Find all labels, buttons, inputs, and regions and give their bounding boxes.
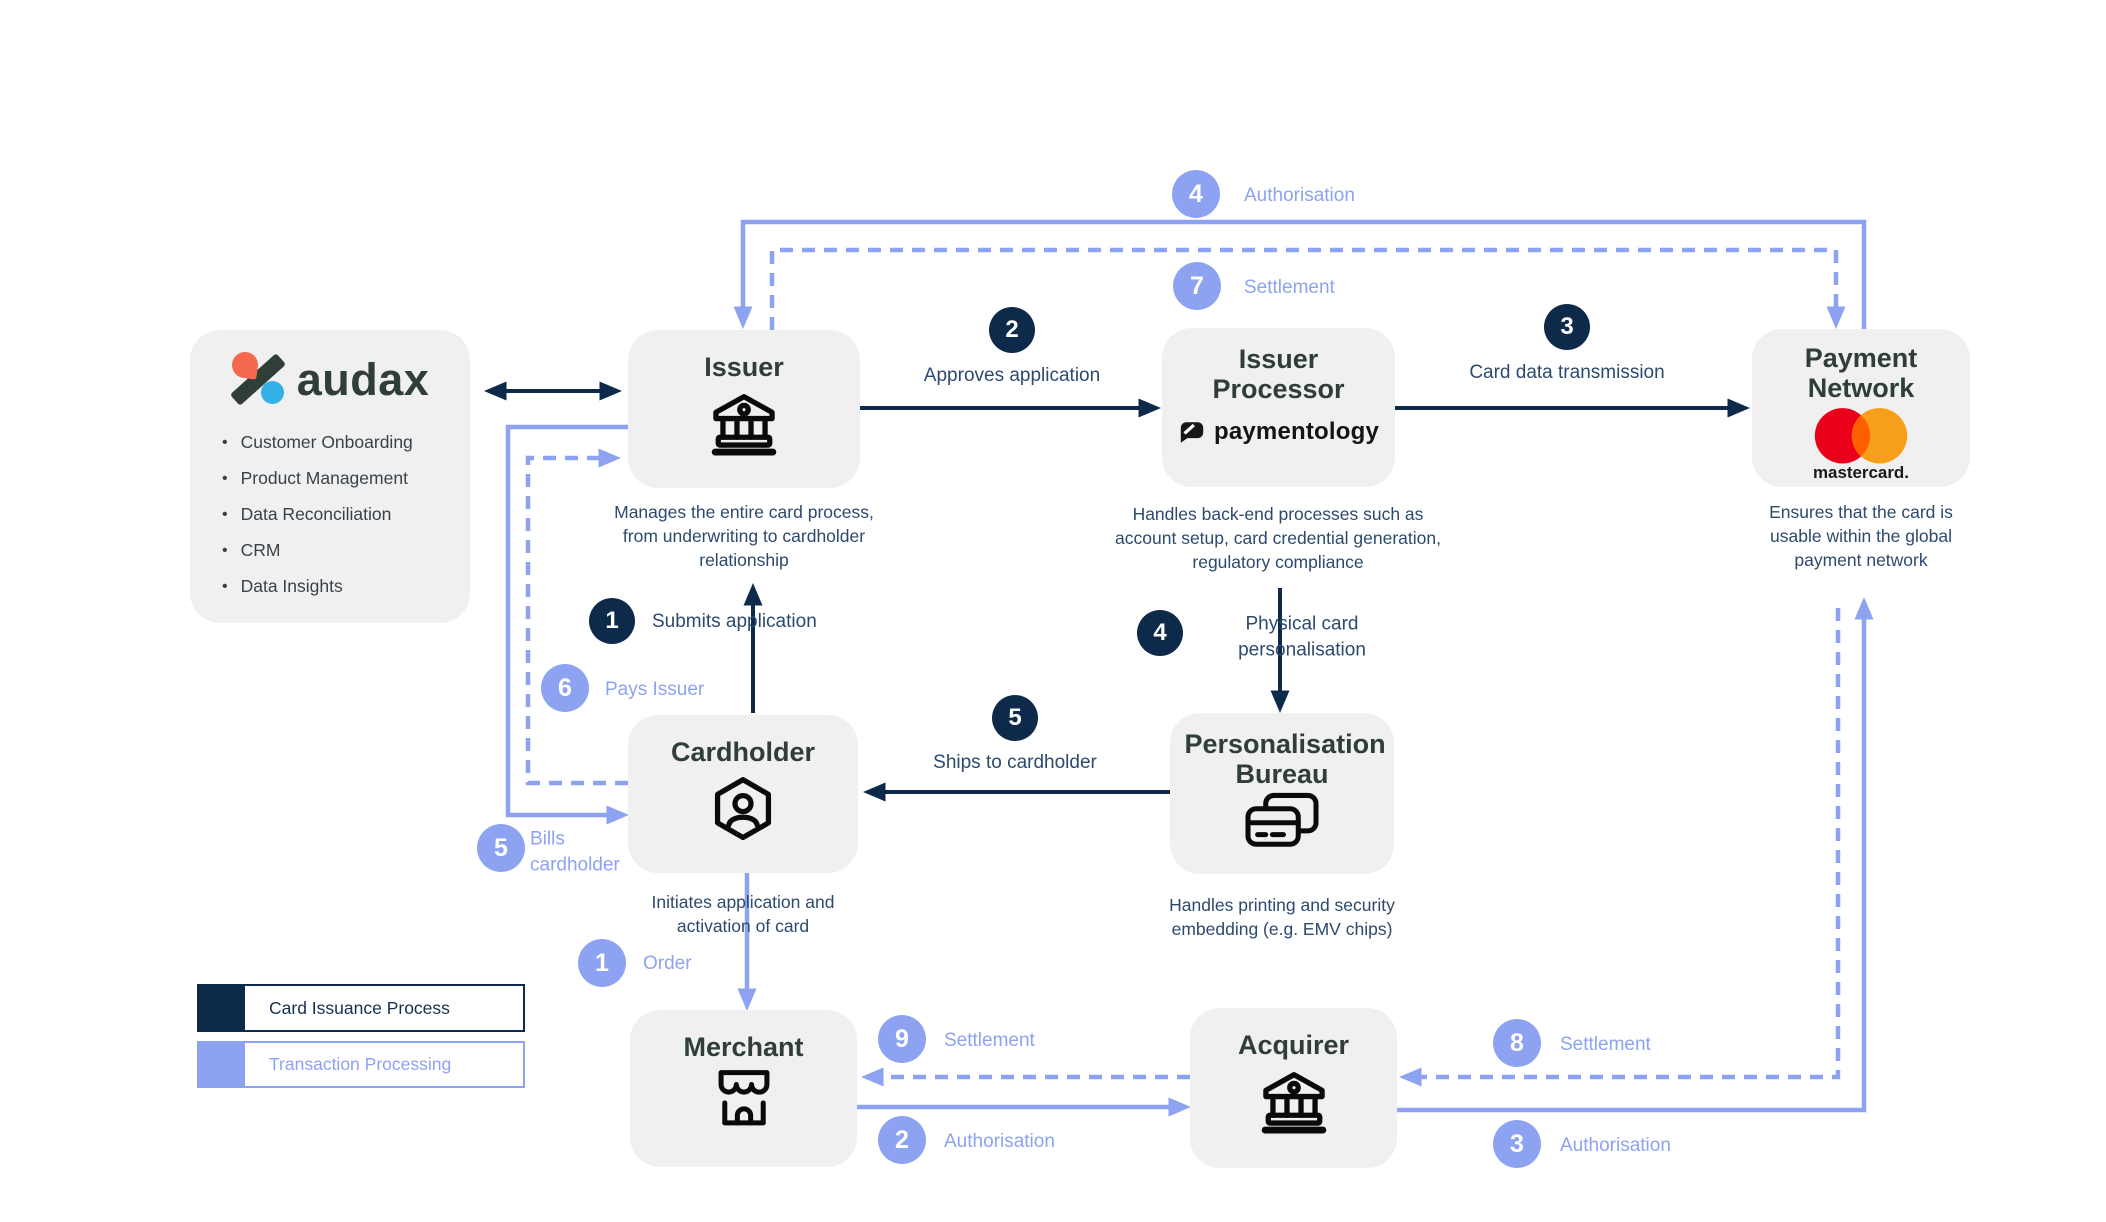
merchant-title: Merchant [683,1032,804,1062]
arrow-settlement-network-to-acquirer [1399,608,1841,1087]
transaction-step-3-label: Authorisation [1560,1135,1671,1156]
cardholder-box: Cardholder [628,715,858,873]
audax-service-label: CRM [240,540,281,560]
legend-transaction-box: Transaction Processing [243,1041,525,1088]
transaction-step-8-badge: 8 [1493,1019,1541,1067]
issuance-step-3-label: Card data transmission [1469,362,1665,383]
storefront-icon [718,1070,769,1126]
arrow-bills-cardholder [505,424,629,825]
transaction-step-2-label: Authorisation [944,1131,1055,1152]
personalisation-bureau-description: Handles printing and security embedding … [1169,895,1395,940]
acquirer-box: Acquirer [1190,1008,1397,1168]
issuer-processor-title: Issuer Processor [1212,344,1345,405]
transaction-step-1-label: Order [643,953,692,974]
issuance-step-1-badge: 1 [589,598,635,644]
payment-network-title: Payment Network [1804,343,1918,404]
personalisation-bureau-title: Personalisation Bureau [1184,729,1386,790]
bullet-dot: • [222,434,228,451]
bullet-dot: • [222,470,228,487]
arrow-settlement-issuer-to-network [769,247,1846,330]
transaction-step-3-badge: 3 [1493,1120,1541,1168]
issuer-box: Issuer [628,330,860,488]
issuer-title: Issuer [704,352,784,382]
legend-issuance-box: Card Issuance Process [243,984,525,1032]
merchant-box: Merchant [630,1010,857,1167]
audax-service-item: • Data Insights [222,576,470,597]
bank-icon [711,394,777,456]
transaction-step-7-label: Settlement [1244,277,1335,298]
audax-service-item: • Product Management [222,468,470,489]
transaction-step-1-badge: 1 [578,939,626,987]
issuance-step-4-badge: 4 [1137,610,1183,656]
acquirer-title: Acquirer [1237,1030,1350,1060]
audax-service-label: Data Reconciliation [240,504,392,524]
audax-wordmark: audax [296,353,430,405]
audax-service-item: • Customer Onboarding [222,432,470,453]
transaction-step-6-badge: 6 [541,664,589,712]
arrow-authorisation-acquirer-to-network [1397,597,1874,1113]
personalisation-bureau-box: Personalisation Bureau [1170,713,1394,874]
payment-network-box: Payment Network mastercard. [1752,329,1970,487]
audax-orange-shape [230,350,260,380]
legend-transaction-swatch [197,1041,243,1088]
issuer-processor-box: Issuer Processor paymentology [1162,328,1395,487]
issuer-description: Manages the entire card process, from un… [614,502,874,571]
audax-service-label: Data Insights [240,576,343,596]
mastercard-wordmark: mastercard. [1813,463,1909,482]
arrow-authorisation-network-to-issuer [733,219,1867,329]
bullet-dot: • [222,506,228,523]
issuer-processor-description: Handles back-end processes such as accou… [1115,504,1441,573]
issuance-step-3-badge: 3 [1544,304,1590,350]
transaction-step-9-badge: 9 [878,1015,926,1063]
audax-logo-icon [229,350,286,406]
transaction-step-9-label: Settlement [944,1030,1035,1051]
audax-logo: audax [229,350,430,406]
issuance-step-1-label: Submits application [652,611,817,632]
bullet-dot: • [222,542,228,559]
audax-panel: audax • Customer Onboarding • Product Ma… [190,330,470,623]
bullet-dot: • [222,578,228,595]
bank-icon [1261,1072,1326,1134]
legend-transaction-label: Transaction Processing [269,1054,452,1074]
issuance-step-4-label: Physical card personalisation [1238,613,1366,660]
audax-service-label: Customer Onboarding [240,432,413,452]
transaction-step-7-badge: 7 [1173,262,1221,310]
audax-blue-shape [260,381,284,404]
cardholder-description: Initiates application and activation of … [651,892,835,937]
mastercard-logo: mastercard. [1813,408,1909,482]
audax-service-label: Product Management [240,468,408,488]
arrow-pays-issuer [525,448,628,786]
payment-network-description: Ensures that the card is usable within t… [1769,502,1953,571]
legend-issuance-label: Card Issuance Process [269,997,450,1018]
paymentology-logo: paymentology [1178,418,1379,446]
transaction-step-4-label: Authorisation [1244,185,1355,206]
issuance-step-5-label: Ships to cardholder [933,752,1097,773]
audax-service-item: • Data Reconciliation [222,504,470,525]
transaction-step-5-badge: 5 [477,824,525,872]
paymentology-wordmark: paymentology [1213,418,1380,446]
transaction-step-5-label: Bills cardholder [530,828,620,875]
cards-icon [1245,793,1319,848]
paymentology-icon [1180,422,1204,443]
transaction-step-8-label: Settlement [1560,1034,1651,1055]
person-hexagon-icon [714,777,772,841]
audax-service-item: • CRM [222,540,470,561]
issuance-step-2-badge: 2 [989,307,1035,353]
transaction-step-4-badge: 4 [1172,170,1220,218]
issuance-step-5-badge: 5 [992,695,1038,741]
transaction-step-2-badge: 2 [878,1116,926,1164]
transaction-step-6-label: Pays Issuer [605,679,705,700]
cardholder-title: Cardholder [670,737,816,767]
issuance-step-2-label: Approves application [923,365,1101,386]
legend-issuance-swatch [197,984,243,1032]
